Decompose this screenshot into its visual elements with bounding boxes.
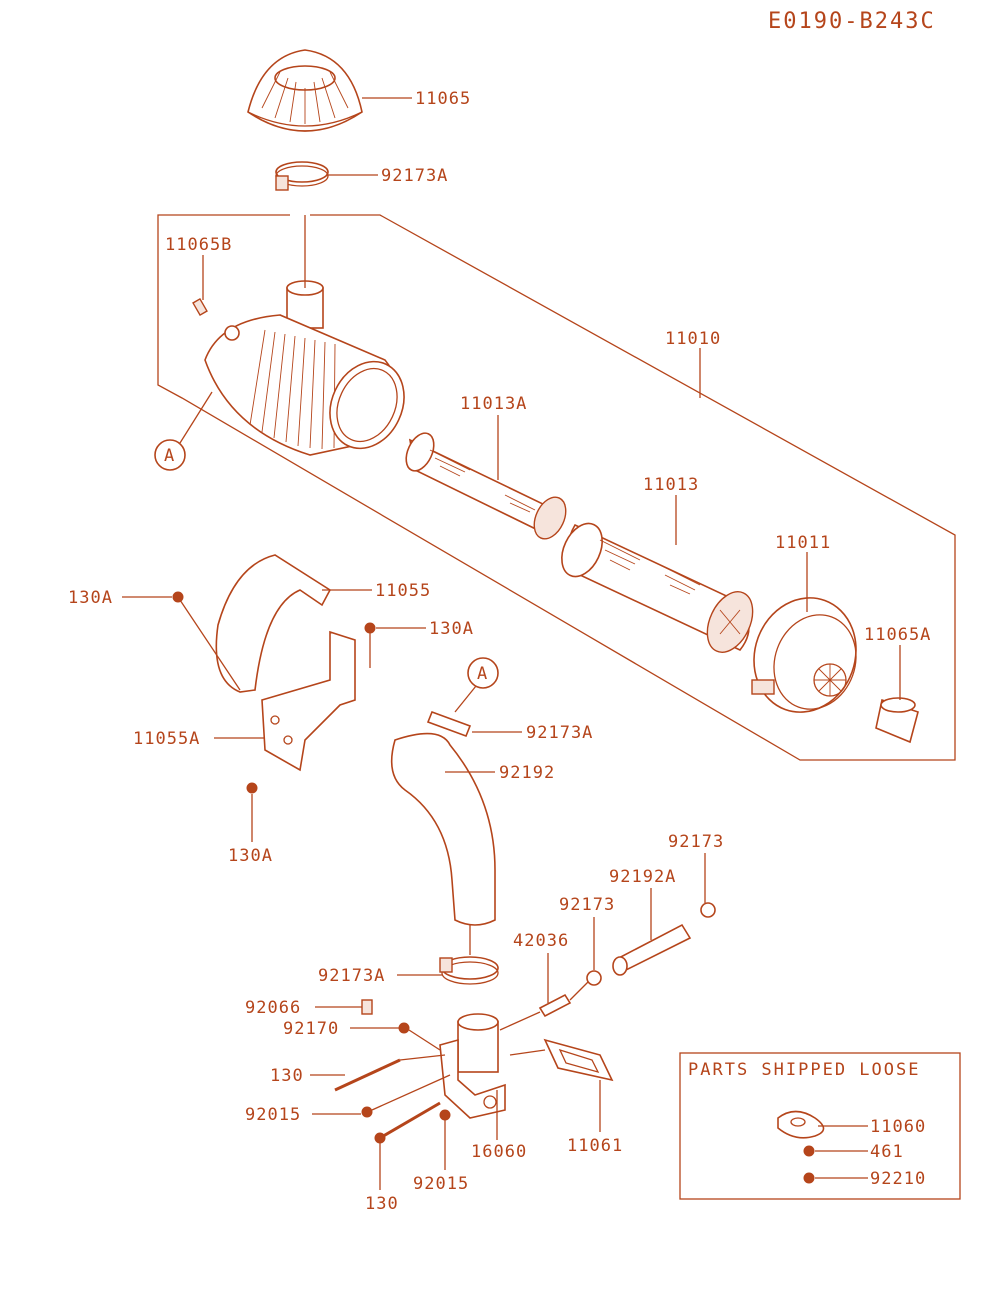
clamp-92173A-top <box>275 161 329 191</box>
callout-92015-bottom: 92015 <box>413 1174 469 1194</box>
loose-part-11060: 11060 <box>870 1117 926 1137</box>
callout-42036: 42036 <box>513 931 569 951</box>
callout-92173a-low: 92173A <box>318 966 385 986</box>
diagram-code: E0190-B243C <box>768 9 936 34</box>
parts-box-title: PARTS SHIPPED LOOSE <box>688 1060 920 1080</box>
callout-11061: 11061 <box>567 1136 623 1156</box>
parts-shipped-loose-box <box>679 1052 961 1200</box>
air-cleaner-housing <box>192 280 405 456</box>
assembly-outline <box>157 214 956 761</box>
callout-92066: 92066 <box>245 998 301 1018</box>
callout-11010: 11010 <box>665 329 721 349</box>
loose-part-92210: 92210 <box>870 1169 926 1189</box>
callout-11011: 11011 <box>775 533 831 553</box>
callout-92173a-mid: 92173A <box>526 723 593 743</box>
callout-11065b: 11065B <box>165 235 232 255</box>
ref-marker-a2: A <box>477 664 488 684</box>
filter-11013 <box>561 522 754 653</box>
ref-marker-a1: A <box>164 446 175 466</box>
callout-92173-right: 92173 <box>668 832 724 852</box>
callout-11065a: 11065A <box>864 625 931 645</box>
loose-washer-11060 <box>777 1110 825 1139</box>
callout-130-bottom: 130 <box>365 1194 399 1214</box>
callout-92192a: 92192A <box>609 867 676 887</box>
end-cap-11011 <box>751 597 857 713</box>
valve-11065A <box>875 697 919 744</box>
callout-11013: 11013 <box>643 475 699 495</box>
cap-11065 <box>247 49 363 132</box>
loose-part-461: 461 <box>870 1142 904 1162</box>
hose-92192 <box>390 732 496 926</box>
callout-11055a: 11055A <box>133 729 200 749</box>
filter-11013A <box>405 432 567 540</box>
callout-130a-left: 130A <box>68 588 113 608</box>
callout-11055: 11055 <box>375 581 431 601</box>
pipe-42036 <box>538 993 572 1018</box>
hose-92192A <box>612 923 692 976</box>
callout-92173-mid: 92173 <box>559 895 615 915</box>
clamp-92173A-mid <box>426 710 472 738</box>
band-11055 <box>179 554 332 693</box>
callout-11013a: 11013A <box>460 394 527 414</box>
callout-92192: 92192 <box>499 763 555 783</box>
elbow-16060 <box>439 1013 506 1119</box>
callout-130-left: 130 <box>270 1066 304 1086</box>
callout-130a-right: 130A <box>429 619 474 639</box>
callout-16060: 16060 <box>471 1142 527 1162</box>
callout-92173a-top: 92173A <box>381 166 448 186</box>
clamp-92173A-low <box>439 956 499 985</box>
gasket-11061 <box>543 1038 614 1082</box>
callout-92015-left: 92015 <box>245 1105 301 1125</box>
callout-130a-bottom: 130A <box>228 846 273 866</box>
callout-11065: 11065 <box>415 89 471 109</box>
bracket-11055A <box>261 630 356 772</box>
callout-92170: 92170 <box>283 1019 339 1039</box>
